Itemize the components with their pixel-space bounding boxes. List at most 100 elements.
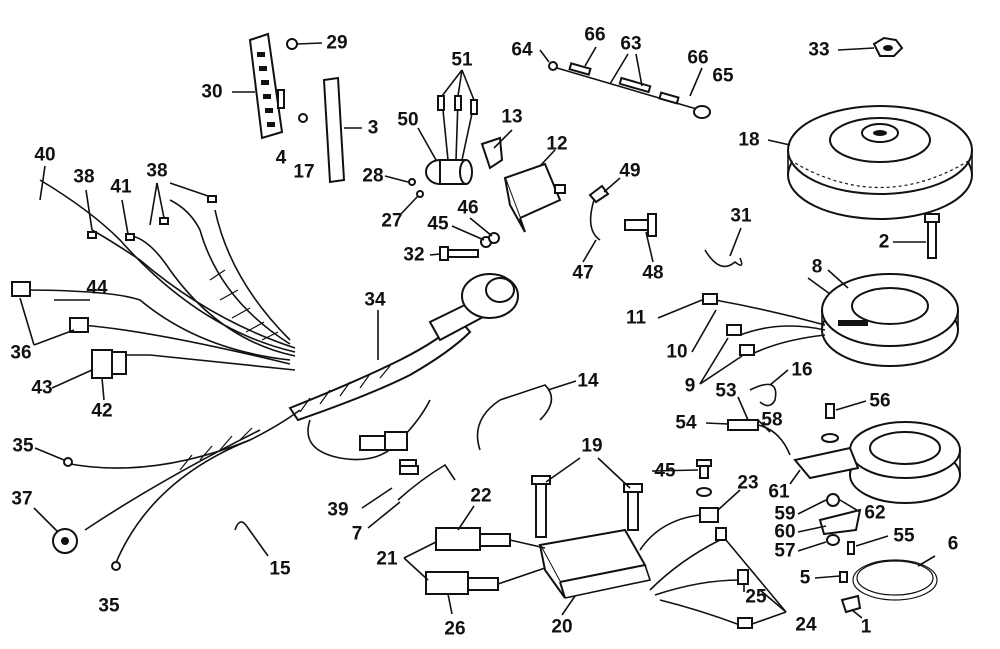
callout-c37: 37 [11, 488, 33, 510]
callout-c38a: 38 [73, 166, 95, 188]
callout-c54: 54 [675, 412, 697, 434]
callout-c59: 59 [774, 503, 796, 525]
callout-c65: 65 [712, 65, 734, 87]
callout-c49: 49 [619, 160, 641, 182]
insulator-strip [322, 76, 362, 184]
callout-c66a: 66 [584, 24, 606, 46]
callout-c38b: 38 [146, 160, 168, 182]
callout-c57: 57 [774, 540, 796, 562]
callout-c4: 4 [275, 147, 287, 169]
pack-connectors [403, 505, 546, 615]
callout-c63: 63 [620, 33, 642, 55]
stator [821, 269, 959, 367]
callout-c13: 13 [501, 106, 523, 128]
battery-cables [33, 409, 301, 571]
stator-leads [657, 293, 826, 385]
callout-c8: 8 [811, 256, 823, 278]
callout-c30: 30 [201, 81, 223, 103]
callout-c48: 48 [642, 262, 664, 284]
callout-c40: 40 [34, 144, 56, 166]
callout-c27: 27 [381, 210, 403, 232]
timer-base [793, 421, 961, 504]
terminal-block [232, 32, 323, 140]
ground-wire [548, 53, 711, 119]
clip [749, 383, 777, 407]
callout-c45a: 45 [427, 213, 449, 235]
callout-c1: 1 [860, 616, 872, 638]
callout-c31: 31 [730, 205, 752, 227]
sensor [705, 396, 791, 456]
callout-c58: 58 [761, 409, 783, 431]
callout-c19: 19 [581, 435, 603, 457]
callout-c28: 28 [362, 165, 384, 187]
callout-c62: 62 [864, 502, 886, 524]
flywheel-nut [837, 36, 904, 57]
callout-c32: 32 [403, 244, 425, 266]
callout-c22: 22 [470, 485, 492, 507]
callout-c64: 64 [511, 39, 533, 61]
stator-screw [893, 213, 940, 259]
spring-clip [704, 249, 743, 268]
callout-c53: 53 [715, 380, 737, 402]
leader-lines [39, 46, 861, 552]
power-pack [538, 528, 652, 616]
callout-c51: 51 [451, 49, 473, 71]
ground-screw [696, 459, 712, 497]
power-pack-screws [531, 457, 643, 538]
solenoid [408, 69, 478, 198]
callout-c41: 41 [110, 176, 132, 198]
callout-c56: 56 [869, 390, 891, 412]
callout-c18: 18 [738, 129, 760, 151]
callout-c44: 44 [86, 277, 108, 299]
cable-clip [234, 521, 269, 557]
callout-c29: 29 [326, 32, 348, 54]
callout-c6: 6 [947, 533, 959, 555]
callout-c17: 17 [293, 161, 315, 183]
callout-c26: 26 [444, 618, 466, 640]
callout-c10: 10 [666, 341, 688, 363]
callout-c33: 33 [808, 39, 830, 61]
callout-c3: 3 [367, 117, 379, 139]
callout-c55: 55 [893, 525, 915, 547]
callout-c23: 23 [737, 472, 759, 494]
callout-c43: 43 [31, 377, 53, 399]
callout-c14: 14 [577, 370, 599, 392]
ignition-coil [503, 149, 566, 233]
callout-c39: 39 [327, 499, 349, 521]
main-harness [288, 273, 519, 471]
callout-c25: 25 [745, 586, 767, 608]
callout-c50: 50 [397, 109, 419, 131]
callout-c24: 24 [795, 614, 817, 636]
callout-c9: 9 [684, 375, 696, 397]
wire-bracket [476, 384, 553, 451]
pack-leads [639, 489, 787, 629]
callout-c15: 15 [269, 558, 291, 580]
callout-c7: 7 [351, 523, 363, 545]
callout-c42: 42 [91, 400, 113, 422]
flywheel [787, 105, 973, 220]
callout-c12: 12 [546, 133, 568, 155]
callout-c35a: 35 [12, 435, 34, 457]
callout-c2: 2 [878, 231, 890, 253]
callout-c34: 34 [364, 289, 386, 311]
callout-c45b: 45 [654, 460, 676, 482]
callout-c60: 60 [774, 521, 796, 543]
callout-c21: 21 [376, 548, 398, 570]
callout-c20: 20 [551, 616, 573, 638]
callout-c36: 36 [10, 342, 32, 364]
callout-c61: 61 [768, 481, 790, 503]
retainer-clip [361, 463, 456, 529]
callout-c66b: 66 [687, 47, 709, 69]
left-harness [11, 179, 296, 401]
callout-c46: 46 [457, 197, 479, 219]
small-hardware [814, 400, 889, 619]
callout-c5: 5 [799, 567, 811, 589]
callout-c35b: 35 [98, 595, 120, 617]
spark-plug-leads [588, 177, 657, 241]
coil-screw [439, 232, 500, 261]
retaining-ring [852, 555, 938, 601]
callout-c11: 11 [625, 307, 647, 329]
callout-c47: 47 [572, 262, 594, 284]
